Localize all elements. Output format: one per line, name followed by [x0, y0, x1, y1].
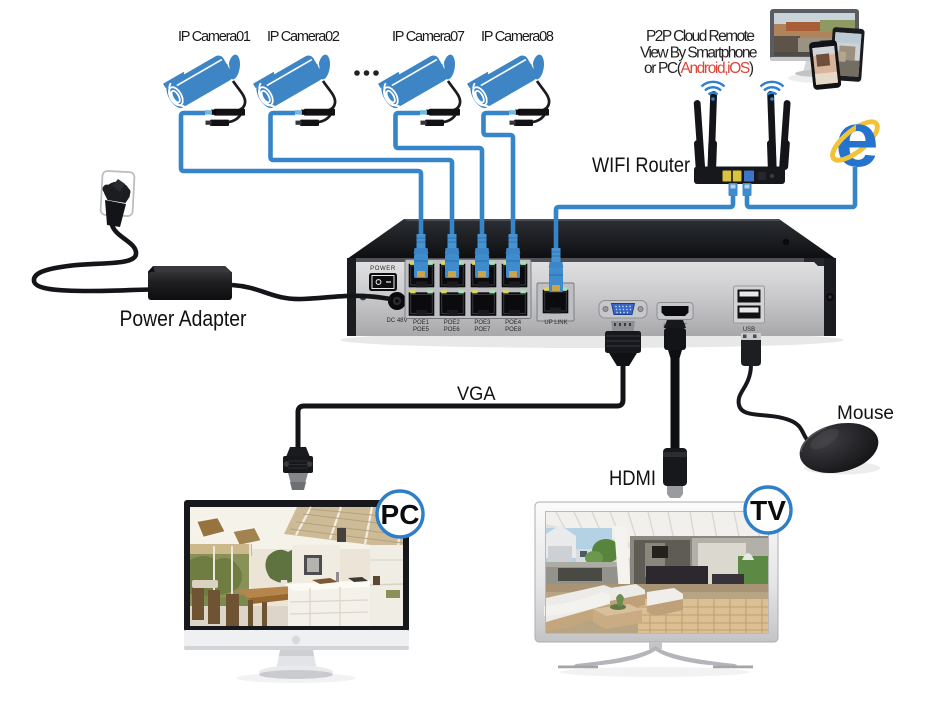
- svg-text:POE7: POE7: [474, 327, 491, 333]
- svg-text:Mouse: Mouse: [837, 402, 894, 424]
- svg-text:or PC(Android,iOS): or PC(Android,iOS): [644, 60, 754, 77]
- svg-text:IP Camera08: IP Camera08: [481, 29, 554, 45]
- svg-text:Power Adapter: Power Adapter: [120, 306, 247, 331]
- svg-text:POE6: POE6: [444, 327, 461, 333]
- svg-text:PC: PC: [381, 499, 420, 530]
- svg-text:POE3: POE3: [474, 320, 491, 326]
- svg-text:VGA: VGA: [457, 383, 496, 405]
- svg-text:IP Camera02: IP Camera02: [267, 29, 340, 45]
- svg-text:View By Smartphone: View By Smartphone: [640, 44, 758, 61]
- svg-text:IP Camera01: IP Camera01: [178, 29, 251, 45]
- svg-text:POE8: POE8: [505, 327, 522, 333]
- svg-text:POE2: POE2: [444, 320, 461, 326]
- svg-text:P2P Cloud Remote: P2P Cloud Remote: [646, 28, 755, 45]
- svg-text:POE5: POE5: [413, 327, 430, 333]
- svg-text:UP LINK: UP LINK: [544, 320, 567, 326]
- svg-text:POWER: POWER: [370, 266, 396, 272]
- svg-text:DC 48V: DC 48V: [386, 318, 407, 324]
- svg-text:POE1: POE1: [413, 320, 430, 326]
- svg-text:TV: TV: [750, 495, 786, 526]
- svg-text:HDMI: HDMI: [609, 467, 656, 490]
- svg-text:IP Camera07: IP Camera07: [392, 29, 465, 45]
- svg-text:USB: USB: [743, 327, 755, 333]
- svg-text:WIFI Router: WIFI Router: [592, 154, 690, 177]
- svg-text:POE4: POE4: [505, 320, 522, 326]
